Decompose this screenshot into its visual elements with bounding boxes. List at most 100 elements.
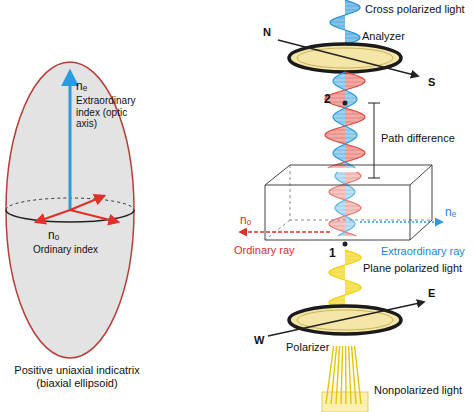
analyzed-wave-fill [330, 0, 360, 46]
analyzed-wave [330, 0, 360, 46]
analyzed-wave-hatch [330, 22, 345, 23]
light-ray [341, 346, 343, 404]
extraordinary-axis-arrow [69, 72, 72, 210]
extraordinary-wave-hatch [341, 74, 345, 75]
ordinary-wave-hatch [345, 158, 358, 159]
index-symbol: nₒ [48, 229, 78, 243]
analyzed-wave-hatch [345, 34, 356, 35]
analyzed-wave-hatch [345, 14, 348, 15]
axis-label: Ordinary index [33, 244, 123, 256]
plane-polarized-wave-hatch [345, 264, 348, 265]
extraordinary-wave [333, 72, 357, 168]
figure-caption: Positive uniaxial indicatrix (biaxial el… [2, 364, 152, 389]
ordinary-wave-hatch [345, 150, 362, 151]
extraordinary-wave-hatch [333, 82, 345, 83]
we-direction-line [268, 302, 424, 336]
ordinary-wave-hatch [345, 110, 352, 111]
part-name: Polarizer [286, 341, 356, 354]
axis-label: Extraordinary index (optic axis) [76, 95, 142, 130]
plane-polarized-wave-hatch [345, 284, 357, 285]
extraordinary-wave-hatch [333, 154, 345, 155]
analyzed-wave-hatch [345, 6, 359, 7]
analyzed-wave-hatch [345, 2, 351, 3]
light-label: Cross polarized light [365, 3, 471, 16]
compass-letter: N [263, 26, 277, 39]
path-difference-bracket [368, 103, 380, 178]
extraordinary-wave-hatch [345, 142, 349, 143]
ordinary-wave-hatch [325, 134, 345, 135]
ordinary-wave-hatch [345, 78, 362, 79]
extraordinary-wave-hatch [341, 110, 345, 111]
extraordinary-wave-hatch [345, 94, 353, 95]
ordinary-wave-hatch [345, 118, 365, 119]
plane-polarized-wave-hatch [345, 260, 359, 261]
ordinary-wave-hatch [338, 106, 345, 107]
ns-direction-line [278, 40, 418, 76]
ordinary-ray-arrow [240, 231, 330, 233]
light-label: Plane polarized light [363, 262, 471, 275]
index-symbol: nₒ [240, 214, 270, 228]
ordinary-wave-hatch [345, 146, 352, 147]
ordinary-wave-hatch [345, 114, 362, 115]
index-symbol: nₑ [445, 206, 471, 220]
ordinary-wave-hatch [345, 154, 365, 155]
point-marker [343, 101, 348, 106]
analyzed-wave-hatch [334, 26, 345, 27]
plane-polarized-wave-hatch [345, 256, 360, 257]
ordinary-wave [325, 72, 365, 168]
ordinary-wave-hatch [345, 74, 352, 75]
extraordinary-wave-hatch [337, 122, 345, 123]
extraordinary-wave-hatch [335, 150, 345, 151]
ray-label: Ordinary ray [234, 244, 309, 257]
ordinary-wave-hatch [345, 122, 358, 123]
part-name: Analyzer [362, 30, 432, 43]
extraordinary-wave-hatch [345, 106, 349, 107]
extraordinary-wave-hatch [335, 114, 345, 115]
extraordinary-wave-hatch [345, 134, 357, 135]
birefringent-crystal [265, 165, 432, 240]
dimension-label: Path difference [381, 132, 471, 145]
plane-polarized-wave-hatch [345, 292, 354, 293]
ordinary-wave-hatch [345, 82, 365, 83]
light-ray [336, 346, 340, 404]
extraordinary-wave-hatch [335, 78, 345, 79]
index-symbol: nₑ [76, 80, 106, 94]
plane-polarized-wave-hatch [329, 272, 345, 273]
light-ray [331, 346, 337, 404]
callout-number: 2 [324, 93, 338, 107]
ray-label: Extraordinary ray [381, 245, 471, 258]
ordinary-wave-hatch [328, 138, 345, 139]
extraordinary-ray-arrow [360, 221, 442, 223]
extraordinary-wave-hatch [345, 138, 355, 139]
ordinary-axis-arrow [36, 210, 70, 222]
extraordinary-wave-hatch [337, 86, 345, 87]
extraordinary-wave-fill [333, 72, 357, 168]
ordinary-wave-fill [325, 72, 365, 168]
equator-front [6, 210, 134, 222]
crystal-hidden-edges [265, 165, 432, 240]
analyzed-wave-hatch [345, 38, 360, 39]
point-marker [343, 242, 348, 247]
ordinary-wave-hatch [332, 94, 345, 95]
indicatrix-ellipsoid [6, 62, 134, 358]
extraordinary-wave-hatch [337, 158, 345, 159]
plane-polarized-wave-hatch [342, 296, 345, 297]
ordinary-wave-hatch [338, 142, 345, 143]
plane-polarized-wave-hatch [345, 288, 361, 289]
light-ray [355, 346, 361, 404]
light-ray [345, 346, 347, 404]
plane-polarized-wave-hatch [331, 300, 345, 301]
extraordinary-wave-hatch [341, 146, 345, 147]
analyzed-wave-hatch [336, 18, 345, 19]
ordinary-axis-arrow [70, 210, 118, 222]
analyzed-wave-hatch [345, 10, 358, 11]
compass-letter: E [428, 287, 442, 300]
light-ray [349, 346, 351, 404]
extraordinary-wave-hatch [345, 130, 353, 131]
plane-polarized-wave-hatch [336, 268, 345, 269]
compass-letter: W [254, 334, 270, 347]
extraordinary-wave-hatch [333, 118, 345, 119]
extraordinary-wave-hatch [345, 98, 357, 99]
